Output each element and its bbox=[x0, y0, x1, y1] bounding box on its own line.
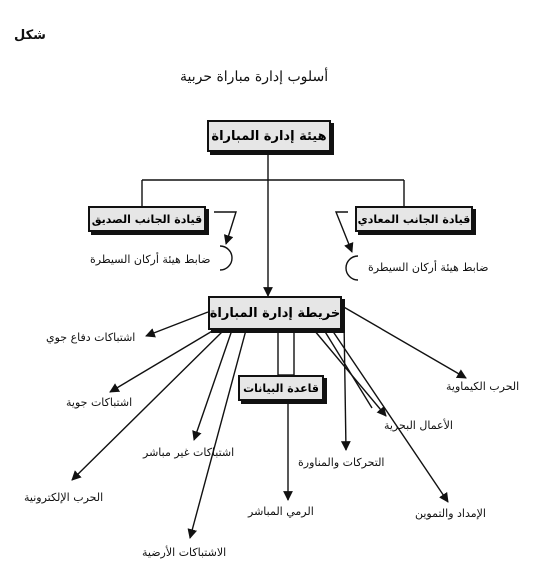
friendly-command-box: قيادة الجانب الصديق bbox=[88, 206, 206, 232]
curl-enemy-officer bbox=[345, 255, 359, 281]
enemy-command-box: قيادة الجانب المعادي bbox=[355, 206, 473, 232]
hook-friendly-officer bbox=[214, 211, 237, 245]
arrow-maneuver bbox=[340, 319, 351, 451]
arrow-chemical bbox=[341, 305, 467, 379]
direct-fire-label: الرمي المباشر bbox=[248, 505, 314, 518]
arrow-supply bbox=[331, 329, 449, 503]
arrow-air-defense bbox=[145, 311, 209, 338]
chemical-warfare-label: الحرب الكيماوية bbox=[446, 380, 520, 393]
arrow-ground bbox=[187, 329, 247, 539]
arrow-air bbox=[109, 329, 215, 393]
air-engagement-label: اشتباكات جوية bbox=[66, 396, 133, 409]
curl-friendly-officer bbox=[219, 245, 233, 271]
air-defense-label: اشتباكات دفاع جوي bbox=[46, 331, 136, 344]
naval-operations-label: الأعمال البحرية bbox=[384, 419, 453, 432]
arrow-sea-secondary bbox=[323, 329, 373, 409]
enemy-officer-label: ضابط هيئة أركان السيطرة bbox=[368, 261, 489, 274]
database-box: قاعدة البيانات bbox=[238, 375, 324, 401]
hook-enemy-officer bbox=[334, 211, 354, 253]
electronic-warfare-label: الحرب الإلكترونية bbox=[24, 491, 104, 504]
indirect-engagement-label: اشتباكات غير مباشر bbox=[143, 446, 235, 459]
arrow-indirect bbox=[192, 329, 233, 441]
diagram-title: أسلوب إدارة مباراة حربية bbox=[180, 69, 329, 85]
match-map-box: خريطة إدارة المباراة bbox=[208, 296, 342, 330]
figure-label: شكل bbox=[14, 28, 46, 43]
friendly-officer-label: ضابط هيئة أركان السيطرة bbox=[90, 253, 211, 266]
maneuver-label: التحركات والمناورة bbox=[298, 456, 385, 469]
ground-engagement-label: الاشتباكات الأرضية bbox=[142, 546, 227, 559]
arrow-ew bbox=[71, 329, 225, 481]
match-management-box: هيئة إدارة المباراة bbox=[207, 120, 331, 152]
supply-label: الإمداد والتموين bbox=[415, 507, 486, 520]
